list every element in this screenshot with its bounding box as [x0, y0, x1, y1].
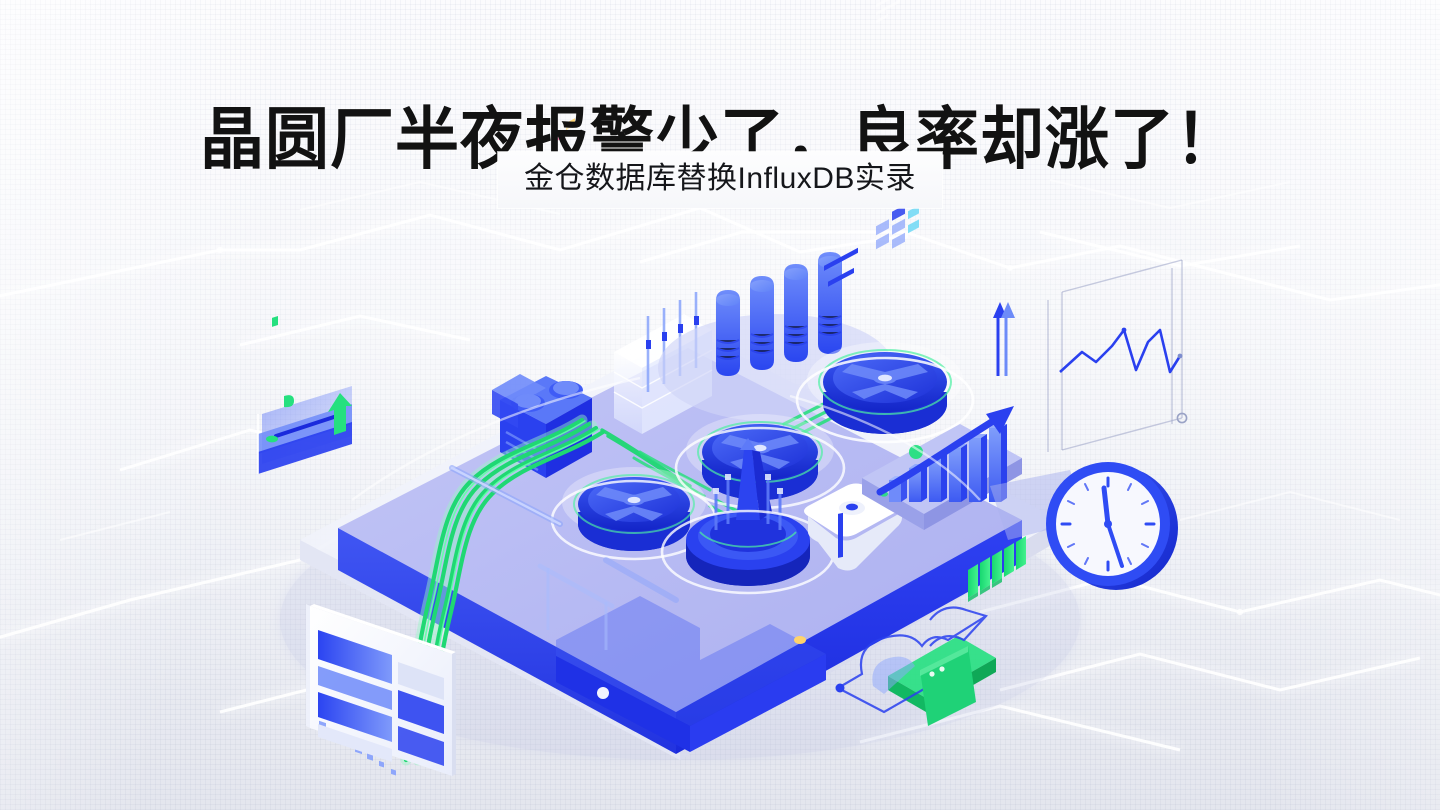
floating-progress-card — [257, 316, 352, 474]
subtitle-container: 金仓数据库替换InfluxDB实录 — [0, 152, 1440, 208]
chart-up-arrow-icon — [993, 302, 1015, 376]
progress-card-logo-icon — [272, 316, 294, 408]
server-rack — [750, 276, 774, 370]
line-chart-path — [1059, 328, 1182, 374]
server-rack — [784, 264, 808, 362]
line-chart-sketch — [993, 259, 1188, 452]
server-rack — [716, 290, 740, 376]
block-warning-light — [794, 636, 806, 644]
page-subtitle: 金仓数据库替换InfluxDB实录 — [498, 152, 942, 208]
block-indicator-light — [597, 687, 609, 699]
